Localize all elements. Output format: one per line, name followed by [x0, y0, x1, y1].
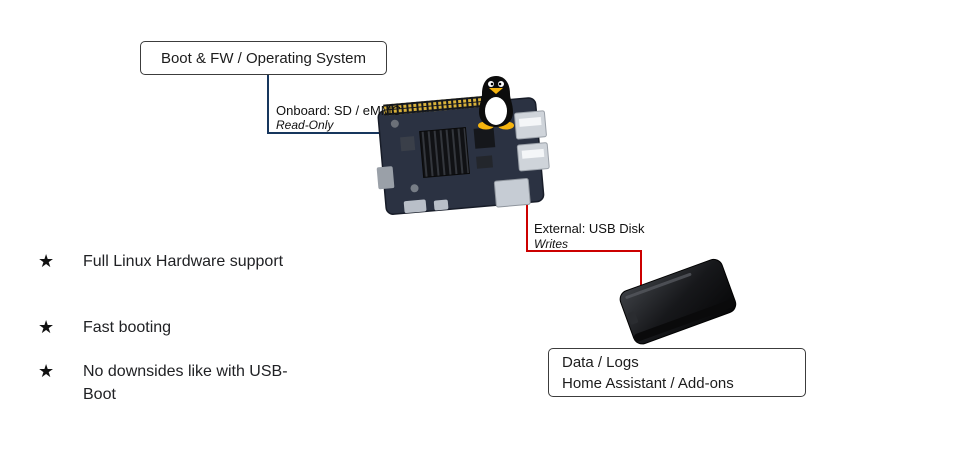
- linux-penguin-icon: [474, 74, 518, 130]
- feature-text: No downsides like with USB-Boot: [83, 363, 288, 403]
- data-logs-line1: Data / Logs: [562, 353, 639, 371]
- onboard-connector-line-vertical: [267, 73, 269, 134]
- single-board-computer-image: [372, 72, 552, 227]
- star-bullet-icon: ★: [38, 317, 55, 337]
- feature-text: Fast booting: [83, 319, 172, 336]
- boot-os-box: Boot & FW / Operating System: [140, 41, 387, 75]
- star-bullet-icon: ★: [38, 251, 55, 271]
- feature-item-fast-booting: ★ Fast booting: [38, 316, 288, 339]
- onboard-connector-label: Onboard: SD / eMMC: [276, 103, 401, 118]
- star-bullet-icon: ★: [38, 361, 55, 381]
- external-connector-line-horizontal: [526, 250, 642, 252]
- feature-text: Full Linux Hardware support: [83, 253, 284, 270]
- feature-item-linux-support: ★ Full Linux Hardware support: [38, 250, 288, 273]
- external-connector-line-vertical-top: [526, 200, 528, 252]
- usb-disk-image: [610, 252, 745, 352]
- onboard-connector-line-horizontal: [267, 132, 397, 134]
- external-connector-label: External: USB Disk: [534, 221, 645, 236]
- onboard-connector-sublabel: Read-Only: [276, 118, 334, 132]
- external-connector-line-vertical-bottom: [640, 250, 642, 310]
- feature-item-no-downsides: ★ No downsides like with USB-Boot: [38, 360, 288, 406]
- external-connector-sublabel: Writes: [534, 237, 568, 251]
- data-logs-line2: Home Assistant / Add-ons: [562, 374, 734, 392]
- data-logs-box: Data / Logs Home Assistant / Add-ons: [548, 348, 806, 397]
- boot-os-label: Boot & FW / Operating System: [160, 49, 367, 67]
